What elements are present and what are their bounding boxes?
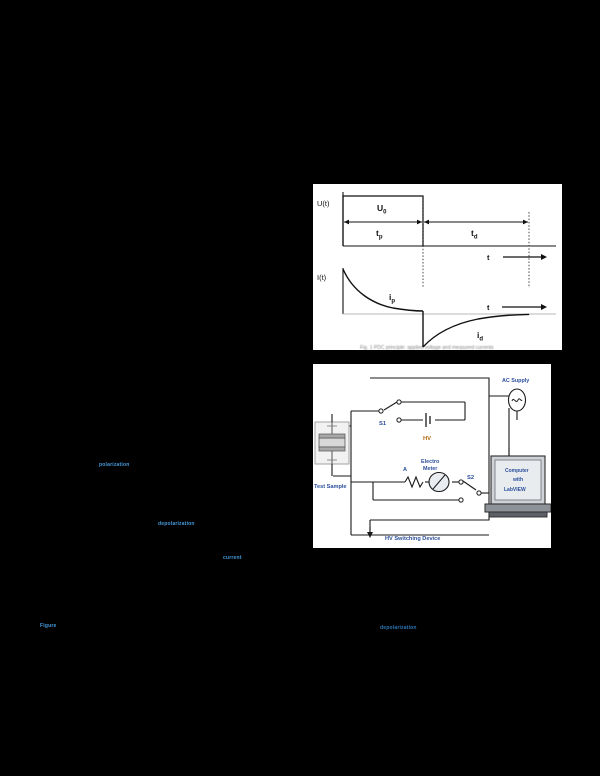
interval-label-tp: tp bbox=[376, 228, 383, 240]
hv-switching-enclosure bbox=[370, 377, 490, 521]
figure-1-caption-stub: Fig. 1 PDC principle: applied voltage an… bbox=[360, 345, 494, 351]
link-fragment[interactable]: Figure bbox=[40, 623, 57, 629]
electro-meter-label-line1: Electro bbox=[421, 459, 440, 465]
s2-node-right bbox=[476, 490, 482, 496]
laptop-keyboard-deck bbox=[484, 503, 551, 513]
depolarization-current-label: id bbox=[477, 330, 483, 342]
computer-label-line3: LabVIEW bbox=[504, 487, 526, 493]
voltage-amplitude-label: U0 bbox=[377, 203, 387, 215]
ac-source-body bbox=[507, 388, 527, 412]
link-fragment[interactable]: polarization bbox=[99, 462, 130, 468]
current-axis-label: I(t) bbox=[317, 273, 327, 282]
link-fragment[interactable]: depolarization bbox=[380, 625, 417, 631]
arrowhead-td-right bbox=[523, 219, 528, 225]
measurement-circuit-svg: Test Sample S1 S2 HV Electro Meter A AC … bbox=[314, 377, 551, 542]
figure-measurement-circuit: Test Sample S1 S2 HV Electro Meter A AC … bbox=[313, 364, 551, 548]
laptop-base bbox=[488, 511, 548, 518]
voltage-step-waveform bbox=[342, 195, 424, 246]
electro-meter-label-line2: Meter bbox=[423, 466, 438, 472]
monitor-screen bbox=[494, 459, 542, 501]
arrowhead-td-left bbox=[424, 219, 429, 225]
hv-device-arrowhead bbox=[367, 532, 373, 538]
s2-node-bottom bbox=[458, 497, 464, 503]
s1-blade bbox=[383, 401, 398, 411]
pdc-waveform-svg: U(t) U0 tp td t I(t) bbox=[317, 192, 556, 348]
ac-sine-glyph bbox=[511, 398, 523, 403]
ac-supply-symbol bbox=[507, 388, 527, 420]
computer-label-line1: Computer bbox=[505, 468, 529, 474]
switch-s2-label: S2 bbox=[467, 475, 474, 481]
sample-bottom-electrode bbox=[318, 446, 346, 452]
polarization-current-curve bbox=[342, 268, 424, 312]
current-time-label: t bbox=[487, 303, 490, 312]
switch-s1-label: S1 bbox=[379, 421, 387, 427]
sample-top-electrode bbox=[318, 433, 346, 439]
s2-blade bbox=[462, 480, 477, 491]
hv-source-label: HV bbox=[423, 436, 431, 442]
link-fragment[interactable]: current bbox=[223, 555, 242, 561]
voltage-axis-label: U(t) bbox=[317, 199, 330, 208]
sample-dielectric bbox=[318, 437, 346, 448]
hv-device-callout bbox=[367, 532, 373, 538]
interval-label-td: td bbox=[471, 228, 478, 240]
s2-node-top bbox=[458, 479, 464, 485]
arrowhead-current-time bbox=[541, 304, 547, 310]
ammeter-label: A bbox=[403, 467, 407, 473]
s1-node-bottom bbox=[396, 417, 402, 423]
meter-needle bbox=[432, 474, 446, 490]
resistor-symbol bbox=[404, 475, 424, 489]
ac-supply-label: AC Supply bbox=[502, 378, 529, 384]
test-sample-label: Test Sample bbox=[314, 484, 347, 490]
arrowhead-tp-left bbox=[344, 219, 349, 225]
hv-switching-device-label: HV Switching Device bbox=[385, 536, 440, 542]
computer-label-line2: with bbox=[512, 477, 523, 483]
test-sample-assembly bbox=[314, 414, 350, 476]
arrowhead-tp-right bbox=[417, 219, 422, 225]
figure-pdc-waveform: U(t) U0 tp td t I(t) bbox=[313, 184, 562, 350]
voltage-time-label: t bbox=[487, 253, 490, 262]
s1-node-top bbox=[396, 399, 402, 405]
link-fragment[interactable]: depolarization bbox=[158, 521, 195, 527]
arrowhead-voltage-time bbox=[541, 254, 547, 260]
polarization-current-label: ip bbox=[389, 292, 395, 304]
depolarization-current-curve bbox=[422, 313, 530, 348]
s1-node-left bbox=[378, 408, 384, 414]
computer-laptop bbox=[484, 448, 551, 518]
